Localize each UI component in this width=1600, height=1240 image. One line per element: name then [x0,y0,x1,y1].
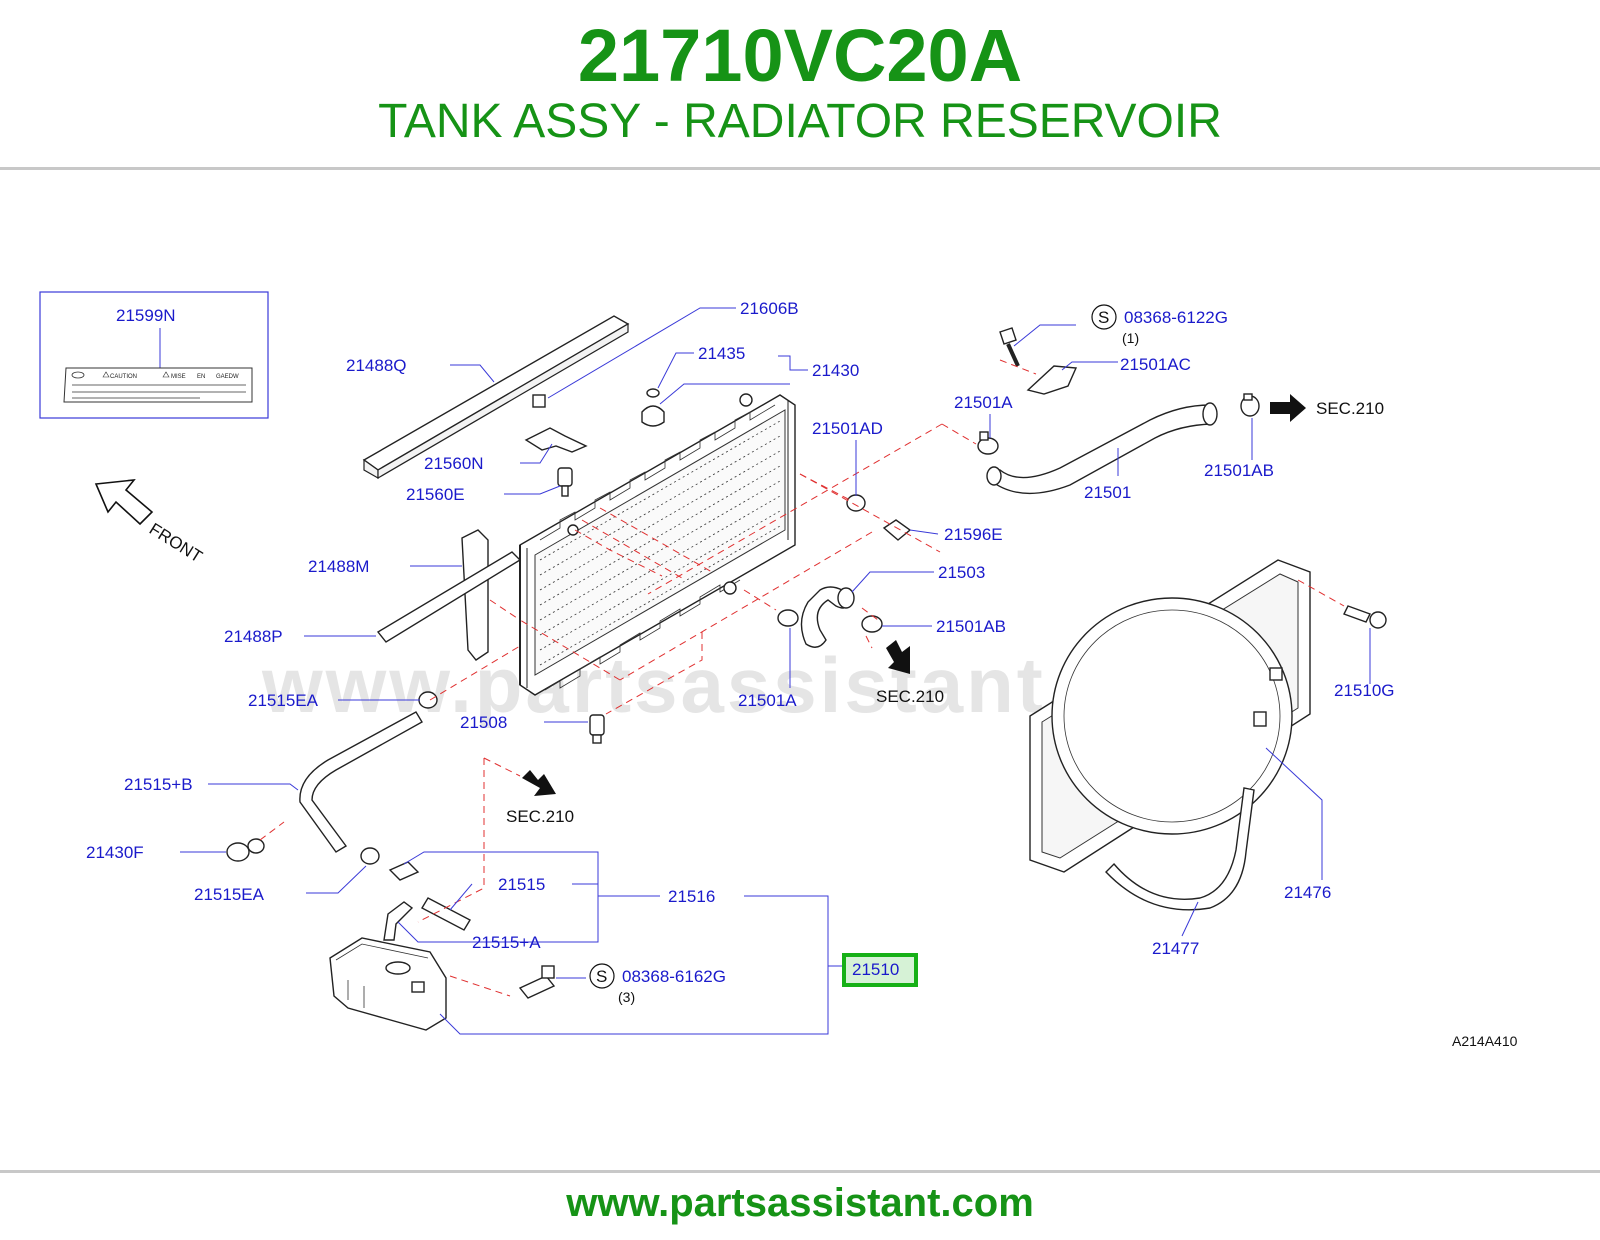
callout-21515[interactable]: 21515 [498,875,545,894]
sec-ref-middle[interactable]: SEC.210 [876,687,944,706]
radiator-core [519,393,796,696]
callout-21596E[interactable]: 21596E [944,525,1003,544]
callout-21508[interactable]: 21508 [460,713,507,732]
callout-21510G[interactable]: 21510G [1334,681,1395,700]
connector-21516 [388,861,420,881]
front-label: FRONT [146,519,206,566]
bolt-08368-6162G [518,965,556,999]
callout-21501AB-mid[interactable]: 21501AB [936,617,1006,636]
bracket-21560N [524,394,588,453]
figure-code: A214A410 [1452,1033,1518,1049]
clamp-21501A-top [977,431,999,455]
bolt-08368-6122G [999,327,1020,367]
callout-21501AD[interactable]: 21501AD [812,419,883,438]
callout-21560E[interactable]: 21560E [406,485,465,504]
bracket-21501AC [1026,365,1078,395]
callout-21501AC[interactable]: 21501AC [1120,355,1191,374]
sec-arrow-middle [886,640,910,674]
sec-arrow-lower-left [522,770,556,796]
callout-21515EA-bottom[interactable]: 21515EA [194,885,265,904]
s-symbol-text: S [1098,308,1109,327]
upper-hose-21501 [986,402,1218,495]
lower-hose-21503 [800,586,855,648]
caution-text-4: GAEDW [216,374,239,380]
callout-21488M[interactable]: 21488M [308,557,369,576]
callout-21606B[interactable]: 21606B [740,299,799,318]
highlight-box-21510 [842,953,918,987]
clamp-21515EA-top [418,691,438,709]
part-description: TANK ASSY - RADIATOR RESERVOIR [378,95,1222,148]
drain-plug-21508 [589,714,605,744]
seal-strip-21488Q [362,315,630,480]
mount-21560E [557,467,573,497]
lower-shroud-21477 [1105,787,1255,911]
side-seal-21488M [461,529,489,661]
sec-ref-lower-left[interactable]: SEC.210 [506,807,574,826]
callout-21430[interactable]: 21430 [812,361,859,380]
radiator-cap-21430 [641,388,665,427]
clamp-21501A-mid [777,609,799,627]
s-symbol-6122G: S [1091,304,1117,330]
bottom-divider [0,1170,1600,1173]
callout-08368-6122G-qty: (1) [1122,330,1139,346]
hose-21515 [421,897,471,931]
callout-21560N[interactable]: 21560N [424,454,484,473]
callout-21435[interactable]: 21435 [698,344,745,363]
callout-21477[interactable]: 21477 [1152,939,1199,958]
callout-08368-6162G-qty: (3) [618,989,635,1005]
assembly-lines [259,359,1345,997]
top-divider [0,167,1600,170]
fan-shroud-21476 [1029,559,1311,873]
reservoir-tank-21510 [329,937,447,1031]
clamp-21515EA-bottom [360,847,380,865]
callout-21516[interactable]: 21516 [668,887,715,906]
callout-21430F[interactable]: 21430F [86,843,144,862]
callout-21515EA-top[interactable]: 21515EA [248,691,319,710]
clamp-21501AB-mid [861,615,883,633]
caution-text-2: MISE [171,374,186,380]
callout-21515A[interactable]: 21515+A [472,933,541,952]
footer-website[interactable]: www.partsassistant.com [566,1181,1034,1225]
overflow-hose-21515B [299,711,423,853]
callout-21476[interactable]: 21476 [1284,883,1331,902]
callout-21488Q[interactable]: 21488Q [346,356,407,375]
sec-ref-upper-right[interactable]: SEC.210 [1316,399,1384,418]
hose-21515A [383,901,414,941]
bolt-21510G [1343,605,1387,629]
sec-arrow-upper-right [1270,394,1306,422]
clamp-21430F [226,838,265,862]
callout-08368-6162G[interactable]: 08368-6162G [622,967,726,986]
s-symbol-text: S [596,967,607,986]
callout-21510[interactable]: 21510 [852,960,899,979]
callout-labels: 21606B 21488Q 21435 21430 21560N 21560E … [86,299,1518,1049]
callout-21501[interactable]: 21501 [1084,483,1131,502]
clamp-21501AD [846,494,866,512]
clamp-21501AB-top [1240,393,1260,417]
callout-21488P[interactable]: 21488P [224,627,283,646]
callout-08368-6122G[interactable]: 08368-6122G [1124,308,1228,327]
callout-21501A-top[interactable]: 21501A [954,393,1013,412]
part-number-title: 21710VC20A [577,14,1023,97]
front-arrow: FRONT [94,479,206,566]
lower-seal-21488P [376,551,522,643]
caution-text-1: CAUTION [110,374,137,380]
caution-text-3: EN [197,374,205,380]
callout-21501A-mid[interactable]: 21501A [738,691,797,710]
callout-21599N[interactable]: 21599N [116,306,176,325]
callout-21515B[interactable]: 21515+B [124,775,193,794]
callout-21501AB-top[interactable]: 21501AB [1204,461,1274,480]
s-symbol-6162G: S [589,963,615,989]
leader-lines [180,307,1371,1035]
callout-21503[interactable]: 21503 [938,563,985,582]
inset-label-box: 21599N CAUTION MISE EN GAEDW [39,291,269,419]
